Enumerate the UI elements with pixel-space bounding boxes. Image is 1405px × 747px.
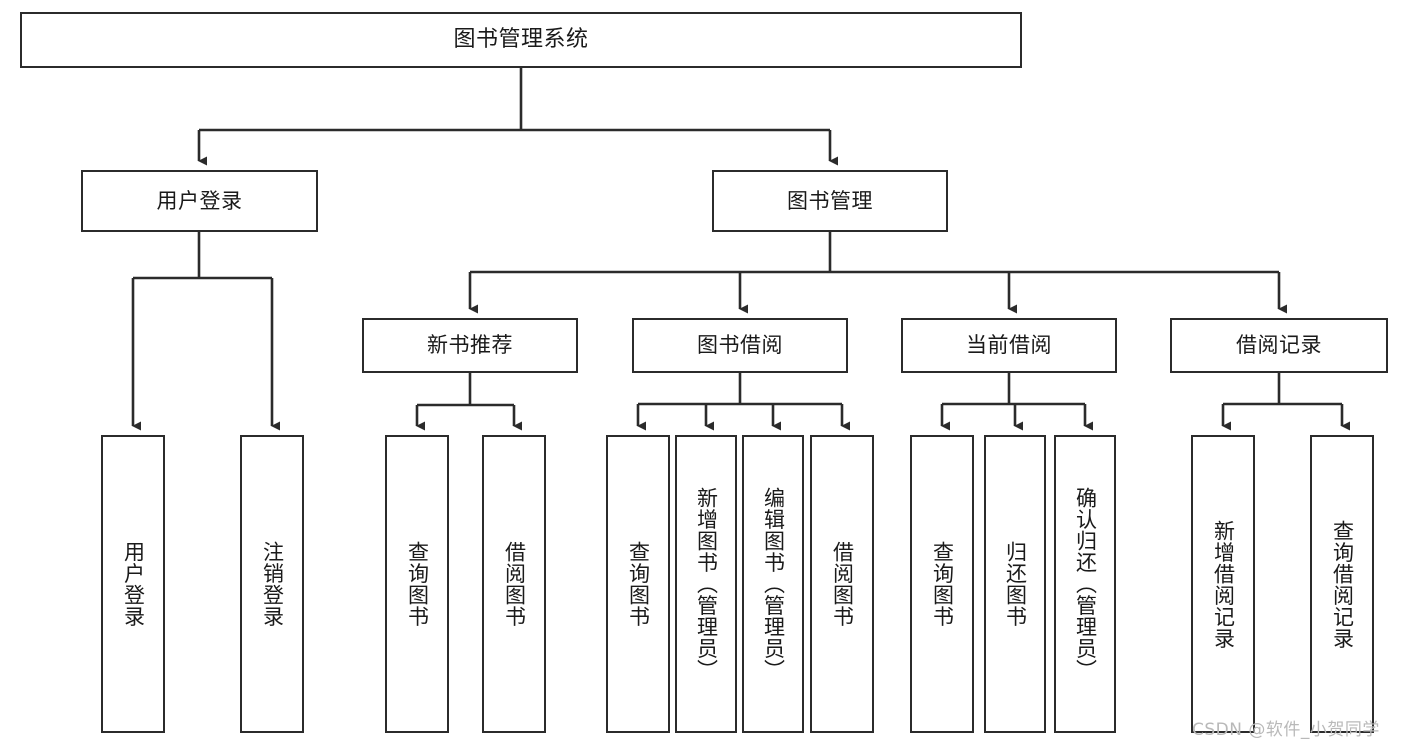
leaf-logout[interactable]: 注销登录 [240,435,304,733]
node-label: 图书管理 [787,188,873,213]
leaf-add-book[interactable]: 新增图书（管理员） [675,435,737,733]
node-label: 确认归还（管理员） [1073,487,1098,681]
node-label: 新增借阅记录 [1211,519,1236,649]
leaf-query-record[interactable]: 查询借阅记录 [1310,435,1374,733]
node-current-borrow[interactable]: 当前借阅 [901,318,1117,373]
node-borrow-record[interactable]: 借阅记录 [1170,318,1388,373]
leaf-user-login[interactable]: 用户登录 [101,435,165,733]
leaf-query-book-3[interactable]: 查询图书 [910,435,974,733]
node-label: 图书管理系统 [453,27,589,53]
node-label: 图书借阅 [697,333,783,358]
csdn-watermark: CSDN @软件_小贺同学 [1192,720,1380,740]
leaf-return-book[interactable]: 归还图书 [984,435,1046,733]
leaf-query-book-1[interactable]: 查询图书 [385,435,449,733]
node-label: 当前借阅 [966,333,1052,358]
node-user-login[interactable]: 用户登录 [81,170,318,232]
node-label: 编辑图书（管理员） [761,487,786,681]
node-book-borrow[interactable]: 图书借阅 [632,318,848,373]
node-label: 借阅记录 [1236,333,1322,358]
node-label: 借阅图书 [830,541,855,627]
node-book-manage[interactable]: 图书管理 [712,170,948,232]
leaf-add-record[interactable]: 新增借阅记录 [1191,435,1255,733]
node-label: 注销登录 [260,541,285,627]
node-label: 归还图书 [1003,541,1028,627]
leaf-edit-book[interactable]: 编辑图书（管理员） [742,435,804,733]
node-root-system[interactable]: 图书管理系统 [20,12,1022,68]
node-label: 借阅图书 [502,541,527,627]
leaf-borrow-book-2[interactable]: 借阅图书 [810,435,874,733]
node-label: 新增图书（管理员） [694,487,719,681]
node-label: 查询图书 [626,541,651,627]
node-label: 查询图书 [405,541,430,627]
node-new-book-rec[interactable]: 新书推荐 [362,318,578,373]
node-label: 用户登录 [121,541,146,627]
node-label: 新书推荐 [427,333,513,358]
leaf-borrow-book-1[interactable]: 借阅图书 [482,435,546,733]
node-label: 用户登录 [156,188,243,213]
node-label: 查询借阅记录 [1330,519,1355,649]
leaf-confirm-return[interactable]: 确认归还（管理员） [1054,435,1116,733]
node-label: 查询图书 [930,541,955,627]
leaf-query-book-2[interactable]: 查询图书 [606,435,670,733]
